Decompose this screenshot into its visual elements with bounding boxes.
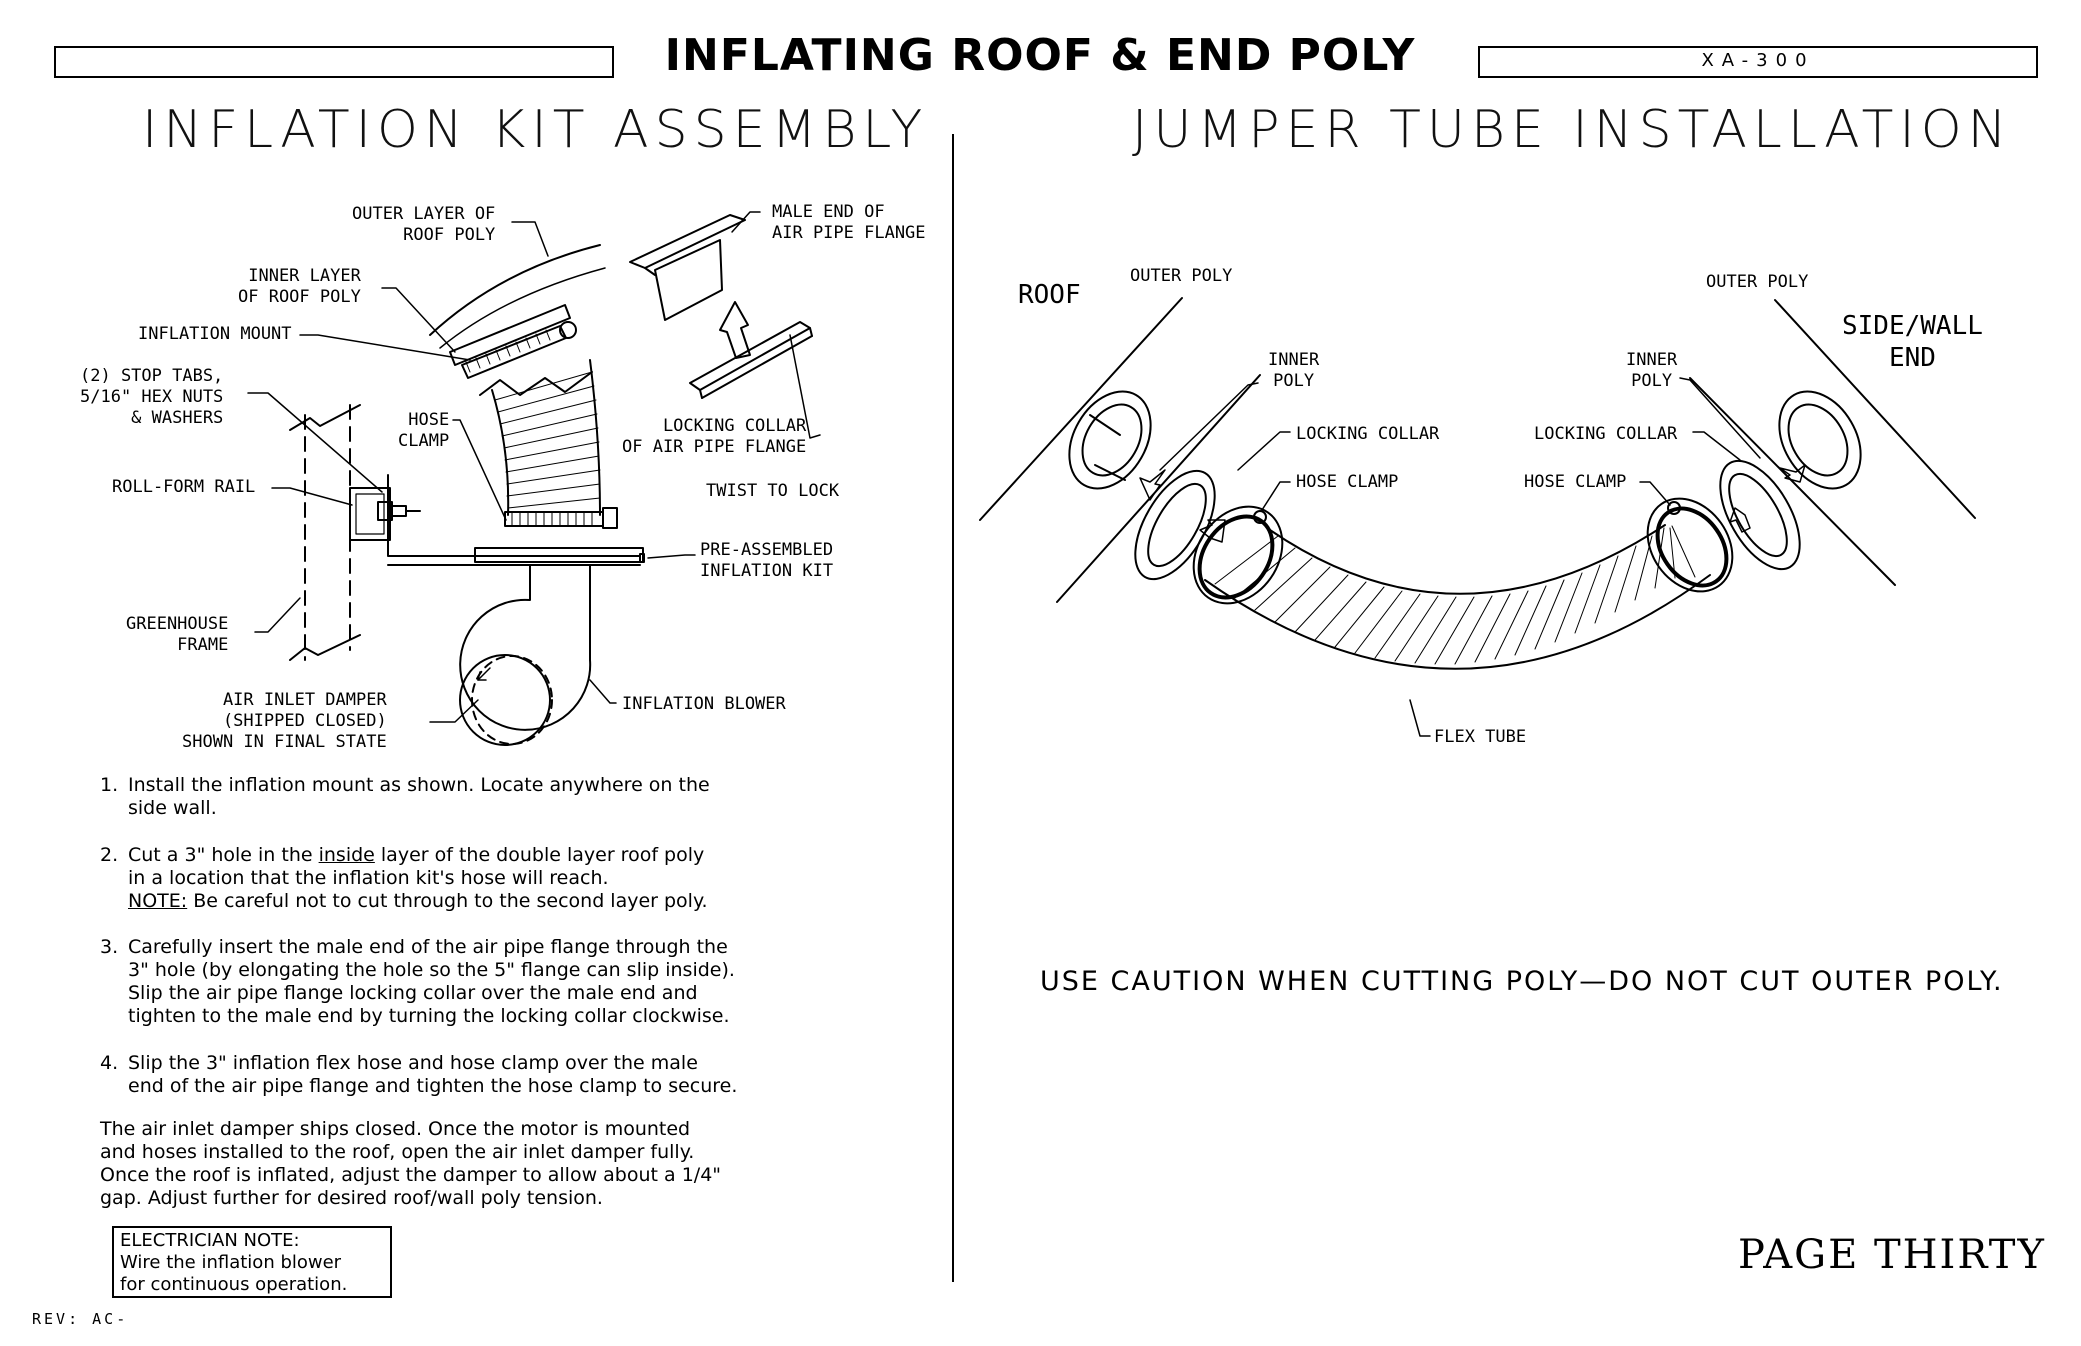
roof-poly-lines <box>979 297 1261 603</box>
roll-form-rail-inner <box>355 493 385 535</box>
roof-poly-arc <box>429 244 606 349</box>
label-locking-collar-left: LOCKING COLLAR <box>1296 424 1440 444</box>
left-locking-collar <box>1134 469 1216 581</box>
page-number: PAGE THIRTY <box>1738 1232 2046 1278</box>
stop-tab-bolt <box>377 501 421 521</box>
right-tube-end-clamp <box>1646 497 1734 593</box>
label-locking-collar-air-pipe-flange: LOCKING COLLAR OF AIR PIPE FLANGE <box>622 416 807 457</box>
note-text: Be careful not to cut through to the sec… <box>187 890 708 912</box>
label-inner-layer-roof-poly: INNER LAYER OF ROOF POLY <box>238 266 361 307</box>
page-title: INFLATING ROOF & END POLY <box>664 30 1416 81</box>
left-assembly-arrows <box>1139 469 1226 543</box>
bottom-hose-clamp <box>504 507 618 529</box>
instruction-step-1: 1. Install the inflation mount as shown.… <box>100 774 880 820</box>
left-tube-end-clamp <box>1192 505 1284 605</box>
step-text: Cut a 3" hole in the inside layer of the… <box>128 844 880 913</box>
step-number: 3. <box>100 936 119 958</box>
greenhouse-frame <box>304 404 351 661</box>
flex-hose <box>491 359 601 516</box>
step-text-post: layer of the double layer roof poly in a… <box>128 844 705 889</box>
note-label: NOTE: <box>128 890 188 912</box>
label-hose-clamp-right: HOSE CLAMP <box>1524 472 1627 492</box>
label-stop-tabs: (2) STOP TABS, 5/16" HEX NUTS & WASHERS <box>80 366 224 428</box>
label-pre-assembled-inflation-kit: PRE-ASSEMBLED INFLATION KIT <box>700 540 834 581</box>
assembly-arrow-up <box>719 301 751 359</box>
label-side-wall-end: SIDE/WALL END <box>1842 311 1983 373</box>
damper-paragraph: The air inlet damper ships closed. Once … <box>100 1118 722 1209</box>
label-hose-clamp: HOSE CLAMP <box>398 410 450 451</box>
step-number: 4. <box>100 1052 119 1074</box>
inflation-blower-housing <box>459 564 592 746</box>
left-leader-lines <box>247 211 821 723</box>
inflation-mount-bracket <box>387 474 645 566</box>
roll-form-rail <box>349 487 391 541</box>
caution-text: USE CAUTION WHEN CUTTING POLY—DO NOT CUT… <box>1040 966 2004 997</box>
section-title-jumper-tube: JUMPER TUBE INSTALLATION <box>1132 100 2013 160</box>
document-code: XA-300 <box>1701 50 1815 71</box>
right-air-pipe-flange <box>1778 390 1862 490</box>
header-left-box <box>54 46 614 78</box>
instruction-step-3: 3. Carefully insert the male end of the … <box>100 936 880 1028</box>
step-text: Install the inflation mount as shown. Lo… <box>128 774 710 819</box>
header-right-box <box>1478 46 2038 78</box>
label-flex-tube: FLEX TUBE <box>1434 727 1527 747</box>
label-roof: ROOF <box>1018 280 1081 310</box>
left-air-pipe-flange <box>1068 390 1152 490</box>
label-inner-poly-right: INNER POLY <box>1626 350 1678 391</box>
instruction-step-2: 2. Cut a 3" hole in the inside layer of … <box>100 844 880 913</box>
revision-label: REV: AC- <box>32 1310 129 1328</box>
label-outer-layer-roof-poly: OUTER LAYER OF ROOF POLY <box>352 204 496 245</box>
locking-collar-of-flange <box>689 321 813 399</box>
label-twist-to-lock: TWIST TO LOCK <box>706 481 840 501</box>
step-text-pre: Cut a 3" hole in the <box>128 844 319 866</box>
step-text: Slip the 3" inflation flex hose and hose… <box>128 1052 738 1097</box>
section-title-inflation-kit: INFLATION KIT ASSEMBLY <box>142 100 929 160</box>
label-inflation-mount: INFLATION MOUNT <box>138 324 292 344</box>
label-inflation-blower: INFLATION BLOWER <box>622 694 786 714</box>
label-hose-clamp-left: HOSE CLAMP <box>1296 472 1399 492</box>
label-inner-poly-left: INNER POLY <box>1268 350 1320 391</box>
right-assembly-arrows <box>1729 464 1806 533</box>
label-roll-form-rail: ROLL-FORM RAIL <box>112 477 256 497</box>
label-outer-poly-left: OUTER POLY <box>1130 266 1233 286</box>
right-locking-collar <box>1719 459 1801 571</box>
electrician-note: ELECTRICIAN NOTE: Wire the inflation blo… <box>112 1226 392 1298</box>
label-male-end-air-pipe-flange: MALE END OF AIR PIPE FLANGE <box>772 202 926 243</box>
step-text: Carefully insert the male end of the air… <box>128 936 735 1027</box>
label-locking-collar-right: LOCKING COLLAR <box>1534 424 1678 444</box>
side-wall-poly-lines <box>1689 299 1976 586</box>
male-end-air-pipe-flange <box>629 214 746 321</box>
label-greenhouse-frame: GREENHOUSE FRAME <box>126 614 229 655</box>
right-leader-lines <box>1159 377 1761 737</box>
top-flange-clamp <box>449 304 593 396</box>
label-outer-poly-right: OUTER POLY <box>1706 272 1809 292</box>
frame-break-lines <box>289 404 361 661</box>
step-text-underline: inside <box>318 844 375 866</box>
step-number: 1. <box>100 774 119 796</box>
center-divider <box>952 134 954 1282</box>
instruction-step-4: 4. Slip the 3" inflation flex hose and h… <box>100 1052 880 1098</box>
step-number: 2. <box>100 844 119 866</box>
jumper-flex-tube <box>1204 524 1711 670</box>
label-air-inlet-damper: AIR INLET DAMPER (SHIPPED CLOSED) SHOWN … <box>182 690 387 752</box>
